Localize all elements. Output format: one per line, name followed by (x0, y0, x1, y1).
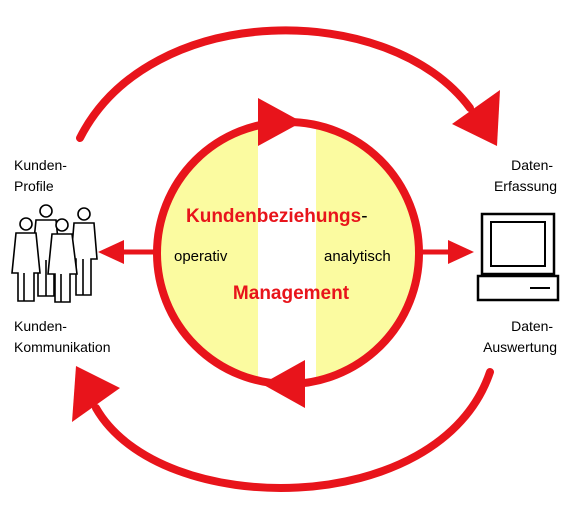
arrow-right-head (448, 240, 474, 264)
data-analysis-label: Daten- Auswertung (483, 318, 557, 355)
computer-monitor-icon (476, 212, 560, 302)
customer-communication-label: Kunden- Kommunikation (14, 318, 111, 355)
crm-title-line1: Kundenbeziehungs- (186, 206, 368, 227)
customer-profiles-label: Kunden- Profile (14, 157, 71, 194)
circle-arrowhead-bottom (262, 360, 305, 408)
arrow-left-head (98, 240, 124, 264)
crm-title-line2: Management (233, 283, 350, 304)
outer-arc-top (76, 26, 474, 142)
circle-arrowhead-top (258, 98, 302, 146)
outer-arc-bottom (92, 368, 494, 492)
operative-label: operativ (174, 248, 228, 265)
people-group-icon (11, 204, 98, 303)
analytical-label: analytisch (324, 248, 391, 265)
data-capture-label: Daten- Erfassung (494, 157, 557, 194)
outer-arrowhead-bottom (72, 366, 120, 422)
outer-arrowhead-top (452, 90, 500, 146)
